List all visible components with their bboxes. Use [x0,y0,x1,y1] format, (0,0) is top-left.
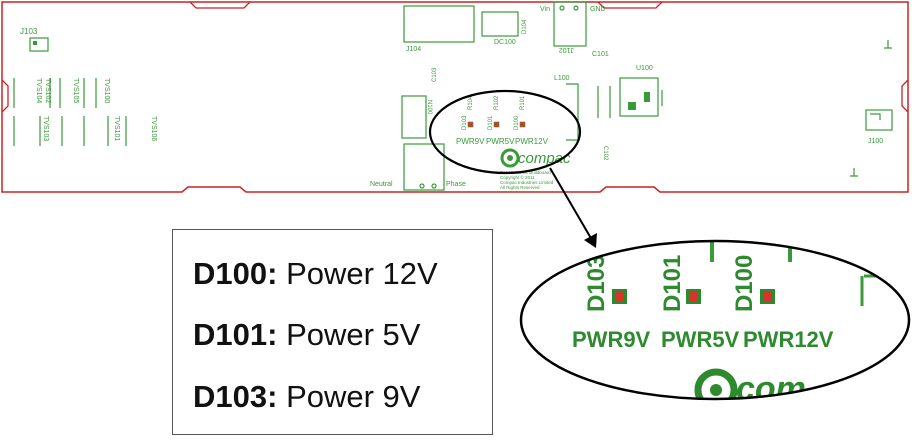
board-logo: compac [500,148,571,168]
pointer-arrow [549,167,593,241]
board-d100-led [519,121,526,128]
u100-pad [644,92,650,102]
legend-d103-desc: Power 9V [286,379,421,414]
board-r101-ref: R101 [520,95,526,110]
pcb-notch [1,79,9,113]
legend-d100-ref: D100: [193,256,278,291]
zoom-d100-ref: D100 [731,255,758,312]
board-d101-led [493,121,500,128]
j100-footprint [865,109,893,131]
zoom-logo-text: com [736,370,806,408]
j100-label: J100 [868,138,883,145]
copyright-line-2: Copyright © 2011 [500,174,535,180]
highlight-ellipse [428,89,582,175]
c104-label: D104 [522,19,528,34]
pcb-notch [189,1,251,9]
pcb-notch [597,1,663,9]
j102-label: J102 [559,46,574,53]
legend-d101-ref: D101: [193,317,278,352]
gnd-label: GND [590,6,606,13]
legend-row-d100: D100: Power 12V [193,256,438,292]
pcb-notch [901,79,909,113]
board-pwr5v-label: PWR5V [486,137,515,146]
dc100-label: DC100 [494,39,516,46]
j103-pad [33,41,37,45]
phase-label: Phase [446,181,466,188]
board-d100-ref: D100 [514,115,520,130]
board-d101-ref: D101 [488,115,494,130]
tvs106-label: TVS106 [150,116,157,141]
zoom-pwr9v-label: PWR9V [572,327,651,352]
zoom-d103-ref: D103 [583,255,610,312]
c103-label: C103 [432,67,438,82]
copyright-line-3: Compac Industries Limited [500,180,554,185]
legend-d100-desc: Power 12V [286,256,438,291]
j104-footprint [403,5,475,43]
copyright-line-4: All Rights Reserved [500,185,540,190]
tvs-group-bottom: TVS103 TVS101 TVS106 [13,116,157,146]
ground-symbol-top [884,40,892,49]
j104-label: J104 [406,46,421,53]
board-d103-led [467,121,474,128]
u100-pad [628,102,636,110]
pointer-arrowhead [584,233,597,248]
tvs105-label: TVS105 [72,78,79,103]
u100-footprint [619,77,659,117]
u100-label: U100 [636,65,653,72]
c101-label: C101 [592,51,609,58]
pcb-outline [1,1,909,193]
zoom-pwr5v-label: PWR5V [661,327,740,352]
tvs100-label: TVS100 [103,78,110,103]
c102-label: C102 [602,146,608,161]
board-pwr9v-label: PWR9V [456,137,485,146]
board-r102-ref: R102 [494,95,500,110]
n100-label: N100 [426,100,432,115]
legend-d103-ref: D103: [193,379,278,414]
legend-d101-desc: Power 5V [286,317,421,352]
j103-label: J103 [20,27,38,36]
zoom-pwr12v-label: PWR12V [743,327,834,352]
mains-connector [403,143,445,191]
zoom-d103-led [615,292,624,301]
neutral-label: Neutral [370,181,393,188]
legend-box: D100: Power 12V D101: Power 5V D103: Pow… [172,229,493,435]
ground-symbol-bottom [850,168,858,177]
zoom-d101-ref: D101 [659,255,686,312]
j103-footprint [29,37,49,52]
dc100-footprint [481,11,519,37]
tvs-group-top: TVS104 TVS102 TVS105 TVS100 [13,78,110,108]
l100-label: L100 [554,75,570,82]
j102-footprint [553,1,587,47]
board-d103-ref: D103 [462,115,468,130]
zoom-d101-led [689,292,698,301]
zoom-border [519,239,911,401]
tvs104-label: TVS104 [35,78,42,103]
vin-label: Vin [540,6,550,13]
legend-row-d103: D103: Power 9V [193,379,420,415]
zoom-d100-led [763,292,772,301]
legend-row-d101: D101: Power 5V [193,317,420,353]
n100-footprint [401,95,427,139]
tvs102-label: TVS102 [44,78,51,103]
board-led-cluster: D103 R104 D101 R102 D100 R101 PWR9V PWR5… [456,95,549,146]
tvs103-label: TVS103 [42,116,49,141]
board-logo-text: compac [518,150,571,167]
zoom-view: D103 D101 D100 PWR9V PWR5V PWR12V com [521,241,909,408]
board-r104-ref: R104 [468,95,474,110]
tvs101-label: TVS101 [113,116,120,141]
board-pwr12v-label: PWR12V [515,137,549,146]
